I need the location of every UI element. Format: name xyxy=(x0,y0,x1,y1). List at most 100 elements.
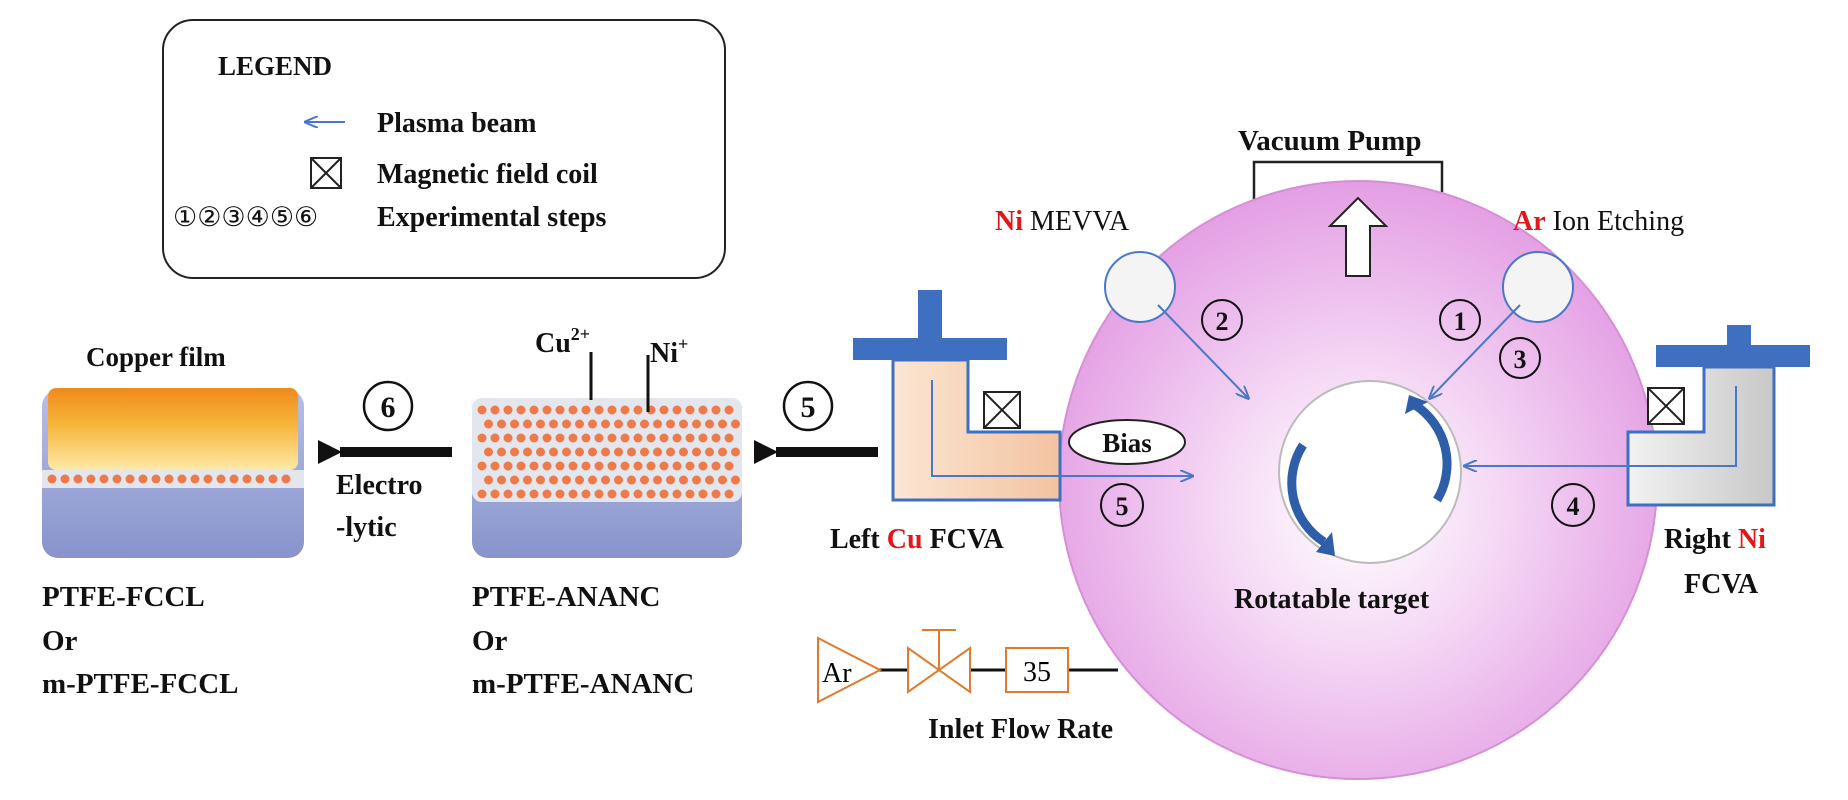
legend-magnetic-coil: Magnetic field coil xyxy=(377,159,598,190)
fccl-name-line2: Or xyxy=(42,625,78,657)
ion-dot xyxy=(614,419,623,429)
ion-dot xyxy=(718,475,727,485)
ion-dot xyxy=(672,405,682,415)
ion-dot xyxy=(242,474,252,484)
rotatable-target-label: Rotatable target xyxy=(1234,584,1430,615)
ion-dot xyxy=(516,461,526,471)
gas-label: Ar xyxy=(822,658,852,689)
ion-dot xyxy=(549,475,558,485)
rotation-arrow-left-icon xyxy=(1287,442,1327,546)
ion-dot xyxy=(705,419,714,429)
ion-dot xyxy=(705,447,714,457)
right-fcva-label-line2: FCVA xyxy=(1684,569,1759,600)
rotatable-target-circle xyxy=(1278,380,1462,564)
step-2-marker: 2 xyxy=(1201,299,1243,341)
ion-dot xyxy=(555,489,565,499)
ni-fcva-body xyxy=(1626,365,1776,507)
ni-coil-icon xyxy=(1647,387,1685,425)
ion-dot xyxy=(646,489,656,499)
left-cu-fcva: Left Cu FCVA xyxy=(830,290,1192,555)
ion-dot xyxy=(718,447,727,457)
ion-dot xyxy=(490,433,500,443)
ion-dot xyxy=(542,433,552,443)
ion-dot xyxy=(731,475,740,485)
ion-dot xyxy=(47,474,57,484)
ni-plasma-beam xyxy=(1465,386,1737,466)
ion-dot xyxy=(138,474,148,484)
ion-dot xyxy=(692,447,701,457)
ion-dot xyxy=(255,474,265,484)
ion-dot xyxy=(542,461,552,471)
ion-dot xyxy=(640,419,649,429)
ion-dot xyxy=(477,461,487,471)
step-1-marker: 1 xyxy=(1439,299,1481,341)
ion-dot xyxy=(711,489,721,499)
ion-dot xyxy=(620,461,630,471)
ion-dot xyxy=(510,447,519,457)
svg-text:3: 3 xyxy=(1514,345,1527,374)
fccl-name-line3: m-PTFE-FCCL xyxy=(42,668,239,700)
ion-dot xyxy=(607,489,617,499)
valve-icon xyxy=(907,629,971,694)
ion-dot xyxy=(568,489,578,499)
ion-dot xyxy=(516,489,526,499)
cu-plasma-beam xyxy=(931,380,1192,476)
ion-dot xyxy=(490,489,500,499)
ion-dot xyxy=(490,461,500,471)
ion-dot xyxy=(477,405,487,415)
ion-dot xyxy=(653,475,662,485)
ion-dot xyxy=(646,433,656,443)
ion-dot xyxy=(503,461,513,471)
copper-film-label: Copper film xyxy=(86,342,226,372)
ion-dot xyxy=(594,461,604,471)
gas-inlet: Ar 35 Inlet Flow Rate xyxy=(817,629,1118,745)
ananc-ion-dots xyxy=(477,405,740,499)
ion-dot xyxy=(268,474,278,484)
ananc-name-line2: Or xyxy=(472,625,508,657)
bias-ellipse xyxy=(1068,419,1186,465)
legend-step-glyphs: ①②③④⑤⑥ xyxy=(173,202,318,232)
ion-dot xyxy=(601,475,610,485)
ion-dot xyxy=(523,475,532,485)
ni-mevva-source xyxy=(1104,251,1176,323)
fccl-name-line1: PTFE-FCCL xyxy=(42,581,205,613)
vacuum-pump-label: Vacuum Pump xyxy=(1238,125,1421,157)
ion-dot xyxy=(653,447,662,457)
legend-steps-label: Experimental steps xyxy=(377,202,607,233)
ion-dot xyxy=(659,461,669,471)
ion-dot xyxy=(477,489,487,499)
ion-dot xyxy=(724,405,734,415)
ion-dot xyxy=(562,447,571,457)
ion-dot xyxy=(164,474,174,484)
ion-dot xyxy=(555,433,565,443)
rotation-arrowhead-left-icon xyxy=(1316,532,1335,556)
ar-etching-beam xyxy=(1430,304,1521,398)
ion-dot xyxy=(529,489,539,499)
ion-dot xyxy=(575,447,584,457)
ion-dot xyxy=(731,447,740,457)
ion-dot xyxy=(477,433,487,443)
ion-dot xyxy=(529,433,539,443)
ion-dot xyxy=(711,433,721,443)
ion-dot xyxy=(698,405,708,415)
ni-ion-label: Ni+ xyxy=(650,334,688,369)
ion-dot xyxy=(503,433,513,443)
ion-dot xyxy=(575,475,584,485)
ion-dot xyxy=(711,405,721,415)
ar-etching-label: Ar Ion Etching xyxy=(1513,206,1684,237)
ion-dot xyxy=(698,489,708,499)
ion-dot xyxy=(731,419,740,429)
ion-dot xyxy=(555,461,565,471)
step-4-marker: 4 xyxy=(1551,483,1595,527)
ion-dot xyxy=(672,433,682,443)
vacuum-chamber: Vacuum Pump Rotatable target Ni MEVVA Ar… xyxy=(995,125,1684,780)
step-5-chamber-marker: 5 xyxy=(1100,483,1144,527)
right-fcva-label-line1: Right Ni xyxy=(1664,524,1766,555)
ion-dot xyxy=(516,433,526,443)
flow-meter-box xyxy=(1005,647,1069,693)
ion-dot xyxy=(568,461,578,471)
ion-dot xyxy=(60,474,70,484)
ion-dot xyxy=(711,461,721,471)
ion-dot xyxy=(568,433,578,443)
ion-dot xyxy=(620,405,630,415)
